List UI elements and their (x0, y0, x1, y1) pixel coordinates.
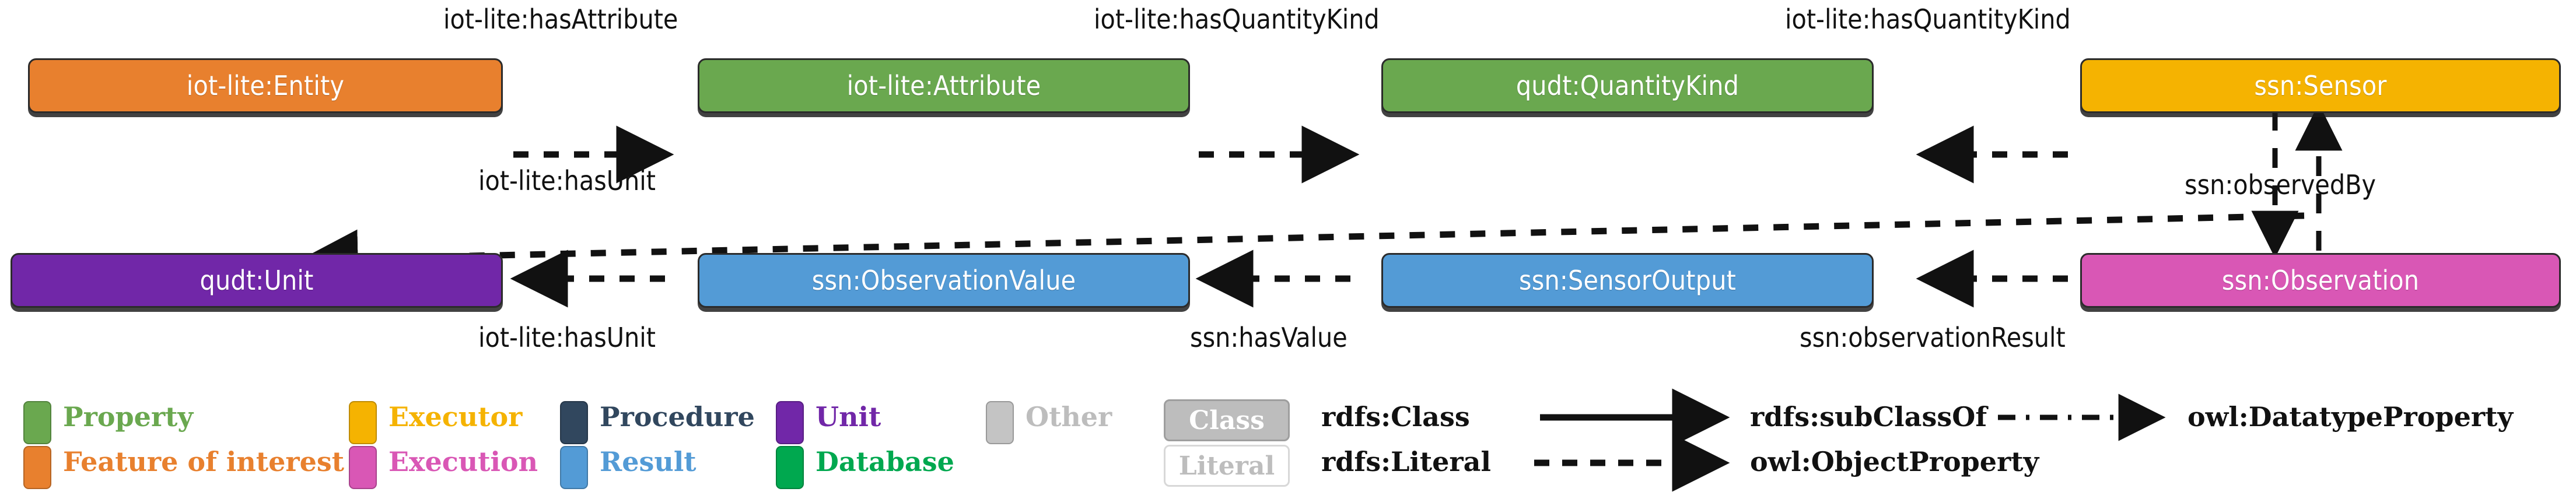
legend-key-rdfs-subclassof: rdfs:subClassOf (1750, 401, 1987, 433)
legend-label-unit: Unit (816, 401, 881, 433)
legend-label-executor: Executor (388, 401, 523, 433)
node-ssn-sensor[interactable]: ssn:Sensor (2080, 58, 2561, 113)
legend-label-execution: Execution (388, 446, 538, 477)
edge-label-hasQuantityKind-attribute: iot-lite:hasQuantityKind (1094, 3, 1380, 35)
legend-key-owl-datatypeproperty: owl:DatatypeProperty (2188, 401, 2514, 433)
legend-swatch-other (986, 401, 1014, 444)
node-ssn-sensoroutput[interactable]: ssn:SensorOutput (1381, 253, 1874, 308)
legend-swatch-property (23, 401, 51, 444)
legend-swatch-result (560, 446, 588, 489)
legend-swatch-executor (349, 401, 377, 444)
legend-swatch-unit (776, 401, 804, 444)
node-iot-lite-entity[interactable]: iot-lite:Entity (28, 58, 503, 113)
edge-label-hasUnit-diagonal: iot-lite:hasUnit (478, 165, 656, 196)
node-ssn-observation[interactable]: ssn:Observation (2080, 253, 2561, 308)
legend-shape-literal: Literal (1164, 445, 1290, 487)
edge-hasUnit-diagonal (300, 212, 2305, 287)
node-label: ssn:Observation (2221, 265, 2420, 296)
node-label: ssn:Sensor (2254, 70, 2387, 101)
edge-label-hasQuantityKind-sensor: iot-lite:hasQuantityKind (1785, 3, 2071, 35)
node-label: iot-lite:Attribute (846, 70, 1041, 101)
legend-label-database: Database (816, 446, 954, 477)
edge-label-observedBy: ssn:observedBy (2185, 169, 2376, 201)
edge-label-hasValue: ssn:hasValue (1190, 322, 1348, 353)
legend-swatch-database (776, 446, 804, 489)
node-label: ssn:SensorOutput (1518, 265, 1737, 296)
legend-swatch-feature-of-interest (23, 446, 51, 489)
edge-label-observationResult: ssn:observationResult (1800, 322, 2066, 353)
node-label: qudt:QuantityKind (1516, 70, 1740, 101)
legend: Property Feature of interest Executor Ex… (0, 385, 2576, 499)
legend-key-owl-objectproperty: owl:ObjectProperty (1750, 446, 2039, 477)
legend-label-property: Property (63, 401, 194, 433)
node-label: qudt:Unit (200, 265, 314, 296)
node-qudt-unit[interactable]: qudt:Unit (10, 253, 503, 308)
legend-label-other: Other (1026, 401, 1112, 433)
edge-label-hasAttribute: iot-lite:hasAttribute (443, 3, 678, 35)
legend-label-result: Result (600, 446, 696, 477)
node-label: iot-lite:Entity (186, 70, 345, 101)
node-ssn-observationvalue[interactable]: ssn:ObservationValue (698, 253, 1190, 308)
legend-swatch-execution (349, 446, 377, 489)
legend-key-rdfs-literal: rdfs:Literal (1321, 446, 1491, 477)
legend-label-feature-of-interest: Feature of interest (63, 446, 344, 477)
legend-key-rdfs-class: rdfs:Class (1321, 401, 1470, 433)
legend-swatch-procedure (560, 401, 588, 444)
node-qudt-quantitykind[interactable]: qudt:QuantityKind (1381, 58, 1874, 113)
legend-shape-class: Class (1164, 399, 1290, 441)
node-label: ssn:ObservationValue (811, 265, 1076, 296)
edge-label-hasUnit-row: iot-lite:hasUnit (478, 322, 656, 353)
legend-label-procedure: Procedure (600, 401, 755, 433)
node-iot-lite-attribute[interactable]: iot-lite:Attribute (698, 58, 1190, 113)
